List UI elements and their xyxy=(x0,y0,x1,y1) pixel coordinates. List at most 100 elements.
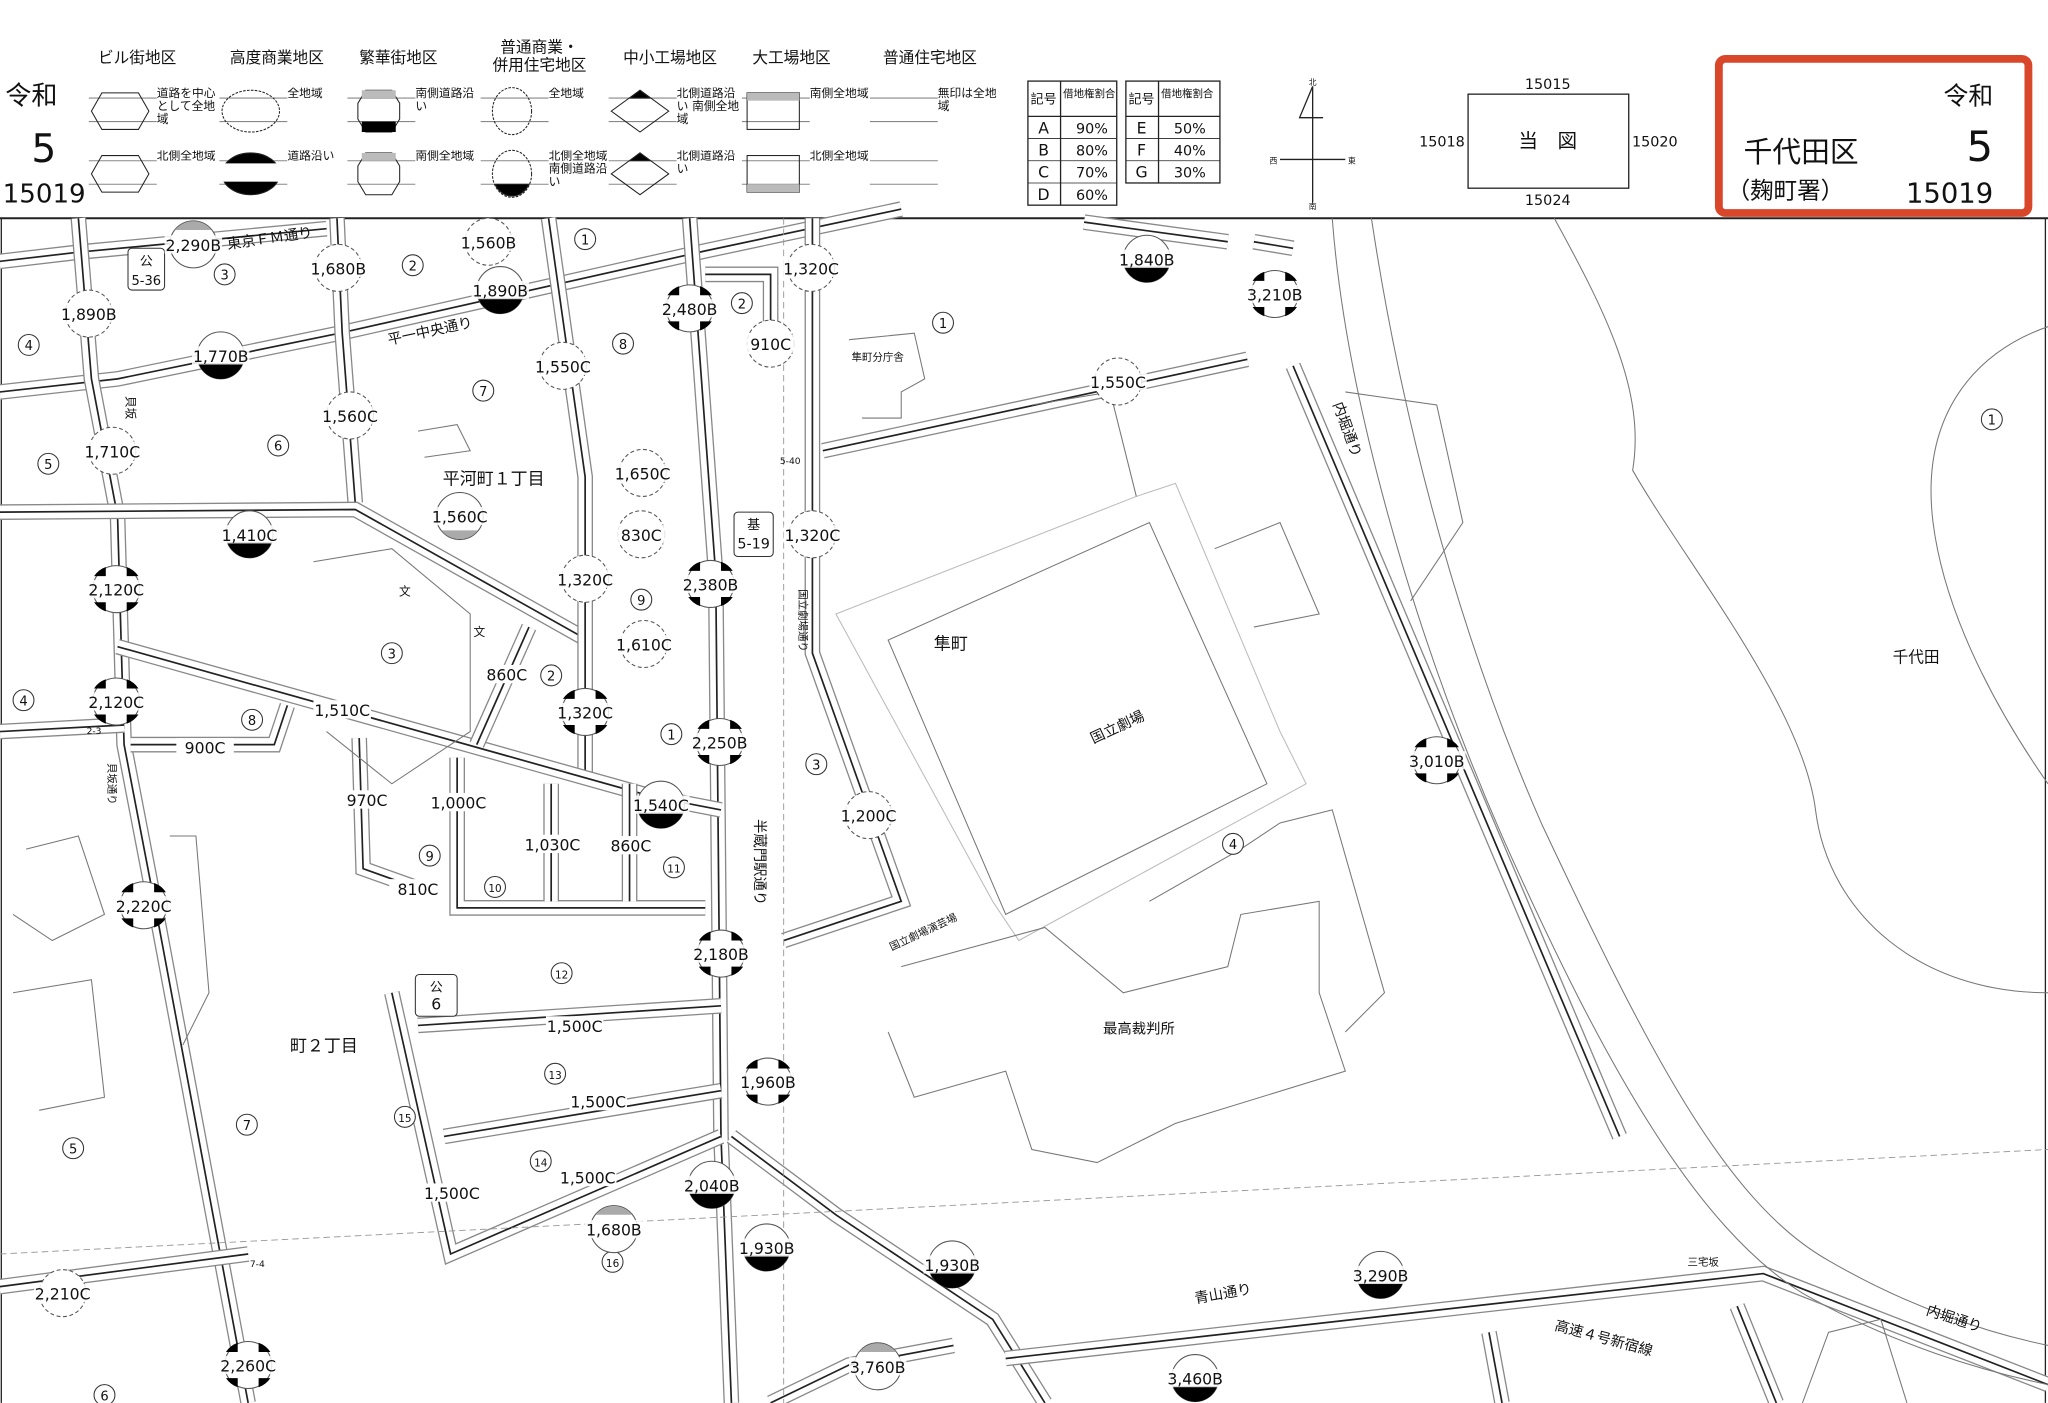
road-price-label[interactable]: 1,610C xyxy=(615,619,673,669)
road-price-label[interactable]: 810C xyxy=(389,879,447,899)
road-price-label[interactable]: 2,250B xyxy=(690,717,749,767)
map-marker-text: 2-3 xyxy=(87,727,102,737)
road-price-label[interactable]: 1,680B xyxy=(585,1205,643,1254)
road-price-label[interactable]: 1,560C xyxy=(321,391,379,440)
road-price-label[interactable]: 1,500C xyxy=(545,1016,604,1036)
lot-number: 9 xyxy=(630,588,653,611)
road-price-label[interactable]: 1,710C xyxy=(83,426,142,475)
road-price-label[interactable]: 1,680B xyxy=(309,243,368,292)
lot-number: 1 xyxy=(1980,408,2003,431)
header: 令和 5 15019 ビル街地区道路を中心として全地域北側全地域高度商業地区全地… xyxy=(0,37,2048,220)
place-name: 最高裁判所 xyxy=(1103,1020,1175,1037)
quadrant-black-mark xyxy=(667,286,680,296)
price-value: 1,560C xyxy=(432,508,488,527)
compass-north: 北 xyxy=(1309,78,1317,87)
road-price-label[interactable]: 970C xyxy=(338,790,396,810)
road-price-label[interactable]: 3,210B xyxy=(1246,269,1304,319)
key-map-west[interactable]: 15018 xyxy=(1419,134,1465,150)
road-price-label[interactable]: 1,320C xyxy=(556,687,614,736)
road-line xyxy=(0,724,125,733)
road-price-label[interactable]: 1,320C xyxy=(556,554,614,603)
road-price-label[interactable]: 1,500C xyxy=(423,1183,481,1203)
road-price-label[interactable]: 1,770B xyxy=(192,331,250,380)
road-price-label[interactable]: 3,460B xyxy=(1166,1354,1224,1403)
road-name: 貝坂 xyxy=(124,396,138,420)
quadrant-black-mark xyxy=(225,1342,238,1352)
road-price-label[interactable]: 1,200C xyxy=(839,791,898,840)
quadrant-black-mark xyxy=(667,321,680,331)
svg-text:9: 9 xyxy=(637,594,645,609)
key-map-south[interactable]: 15024 xyxy=(1525,193,1571,209)
road-price-label[interactable]: 1,560B xyxy=(459,217,518,266)
road-price-label[interactable]: 900C xyxy=(176,738,234,758)
road-price-label[interactable]: 1,550C xyxy=(534,341,592,390)
svg-text:10: 10 xyxy=(488,883,501,895)
road-price-label[interactable]: 1,410C xyxy=(220,510,279,559)
key-map-east[interactable]: 15020 xyxy=(1632,134,1678,150)
road-line xyxy=(391,992,722,1256)
price-value: 1,000C xyxy=(431,794,487,813)
road-price-label[interactable]: 1,500C xyxy=(569,1092,627,1112)
road-price-label[interactable]: 1,840B xyxy=(1118,234,1176,283)
road-price-label[interactable]: 3,290B xyxy=(1351,1250,1410,1299)
road-price-label[interactable]: 860C xyxy=(602,836,660,856)
road-price-label[interactable]: 1,960B xyxy=(739,1057,797,1106)
road-price-label[interactable]: 2,380B xyxy=(681,559,740,608)
road-line xyxy=(547,218,586,784)
road-price-label[interactable]: 1,650C xyxy=(613,448,672,497)
road-price-label[interactable]: 1,320C xyxy=(782,243,840,292)
quadrant-black-mark xyxy=(1447,737,1459,748)
road-line xyxy=(475,626,530,745)
price-value: 1,500C xyxy=(424,1184,480,1203)
map-area[interactable]: 1234218765932481391011121315751416641平河町… xyxy=(0,201,2048,1403)
price-value: 3,210B xyxy=(1247,286,1303,305)
price-value: 2,120C xyxy=(88,581,144,600)
road-price-label[interactable]: 2,290B xyxy=(164,220,223,269)
road-price-label[interactable]: 1,930B xyxy=(737,1223,796,1272)
road-price-label[interactable]: 2,480B xyxy=(660,284,719,333)
svg-text:2: 2 xyxy=(738,297,746,312)
key-map-north[interactable]: 15015 xyxy=(1525,77,1571,93)
legend-symbol-none-icon xyxy=(869,160,938,185)
road-price-label[interactable]: 1,500C xyxy=(559,1167,617,1188)
road-price-label[interactable]: 2,040B xyxy=(683,1160,741,1209)
road-price-label[interactable]: 1,320C xyxy=(783,510,842,559)
road-price-label[interactable]: 3,010B xyxy=(1408,736,1466,785)
road-price-label[interactable]: 1,930B xyxy=(923,1240,981,1289)
place-name: 平河町１丁目 xyxy=(443,470,545,490)
road-price-label[interactable]: 2,120C xyxy=(87,565,145,614)
road-price-label[interactable]: 1,560C xyxy=(431,491,489,541)
road-price-label[interactable]: 2,220C xyxy=(114,881,173,930)
price-value: 1,710C xyxy=(84,442,140,461)
road-price-label[interactable]: 1,000C xyxy=(429,792,488,813)
road-name: 国立劇場通り xyxy=(796,589,809,652)
ratio-symbol: D xyxy=(1038,185,1050,204)
legend-category-title: 中小工場地区 xyxy=(623,48,717,67)
road-price-label[interactable]: 2,120C xyxy=(87,677,145,726)
map-marker-text: 7-4 xyxy=(250,1260,265,1270)
road-price-label[interactable]: 1,510C xyxy=(313,700,371,720)
road-price-label[interactable]: 1,030C xyxy=(523,834,582,855)
lot-number: 15 xyxy=(393,1105,416,1128)
road-price-label[interactable]: 1,890B xyxy=(471,266,529,315)
road-price-label[interactable]: 2,260C xyxy=(219,1340,277,1390)
road-price-label[interactable]: 3,760B xyxy=(848,1342,907,1391)
road-price-label[interactable]: 2,210C xyxy=(33,1269,92,1318)
road-price-label[interactable]: 1,540C xyxy=(632,780,690,829)
road-price-label[interactable]: 1,890B xyxy=(60,289,118,338)
road-price-label[interactable]: 830C xyxy=(612,510,671,559)
road-price-label[interactable]: 860C xyxy=(478,664,536,685)
ratio-header-ratio: 借地権割合 xyxy=(1063,87,1116,100)
map-marker-text: 文 xyxy=(399,585,411,599)
moat-outlines xyxy=(0,217,2048,1403)
quadrant-black-mark xyxy=(225,1378,238,1388)
place-name: 国立劇場演芸場 xyxy=(887,911,959,954)
road-price-label[interactable]: 910C xyxy=(741,319,800,368)
svg-text:14: 14 xyxy=(534,1157,548,1169)
price-value: 3,760B xyxy=(850,1358,906,1377)
road-price-label[interactable]: 2,180B xyxy=(692,929,750,978)
lot-number: 9 xyxy=(418,844,441,867)
road-price-label[interactable]: 1,550C xyxy=(1089,357,1147,406)
map-marker-text: 5-40 xyxy=(780,457,801,467)
